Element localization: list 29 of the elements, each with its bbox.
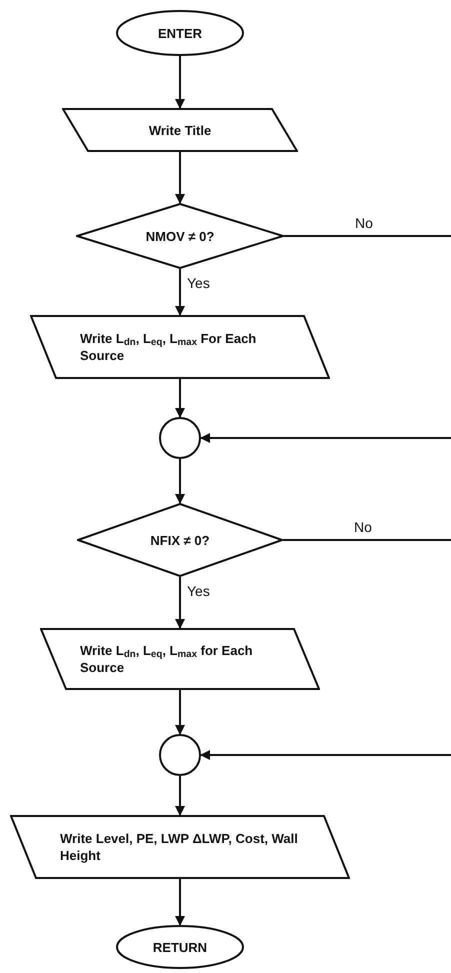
io-parallelogram	[40, 628, 320, 690]
flow-arrow	[175, 56, 185, 109]
node-text: NFIX ≠ 0?	[150, 532, 210, 548]
node-text: Write L$_{dn}$, L$_{eq}$, L$_{max}$ for Each Source	[80, 642, 254, 676]
flow-arrow	[175, 152, 185, 204]
terminal-oval	[116, 925, 244, 969]
io-parallelogram	[62, 108, 298, 152]
flow-arrow	[175, 269, 185, 316]
flow-arrow	[175, 379, 185, 418]
connector-circle	[159, 734, 201, 776]
flow-arrow	[175, 459, 185, 504]
flow-arrow	[175, 577, 185, 629]
flow-arrow	[175, 776, 185, 816]
flow-arrow	[200, 433, 451, 443]
node-text: Write Title	[148, 122, 212, 138]
decision-diamond	[77, 503, 283, 577]
decision-diamond	[76, 203, 284, 269]
flow-arrow	[200, 750, 451, 760]
node-text: Write Level, PE, LWP ΔLWP, Cost, Wall Height	[60, 830, 299, 864]
io-parallelogram	[30, 315, 330, 379]
flow-arrow	[175, 690, 185, 735]
node-text: Write L$_{dn}$, L$_{eq}$, L$_{max}$ For Each Source	[80, 330, 258, 364]
flow-arrow	[175, 879, 185, 926]
connector-circle	[159, 417, 201, 459]
node-text: NMOV ≠ 0?	[146, 228, 214, 244]
terminal-oval	[116, 10, 244, 56]
node-text: ENTER	[158, 24, 202, 42]
node-text: RETURN	[152, 938, 208, 956]
io-parallelogram	[10, 815, 350, 879]
